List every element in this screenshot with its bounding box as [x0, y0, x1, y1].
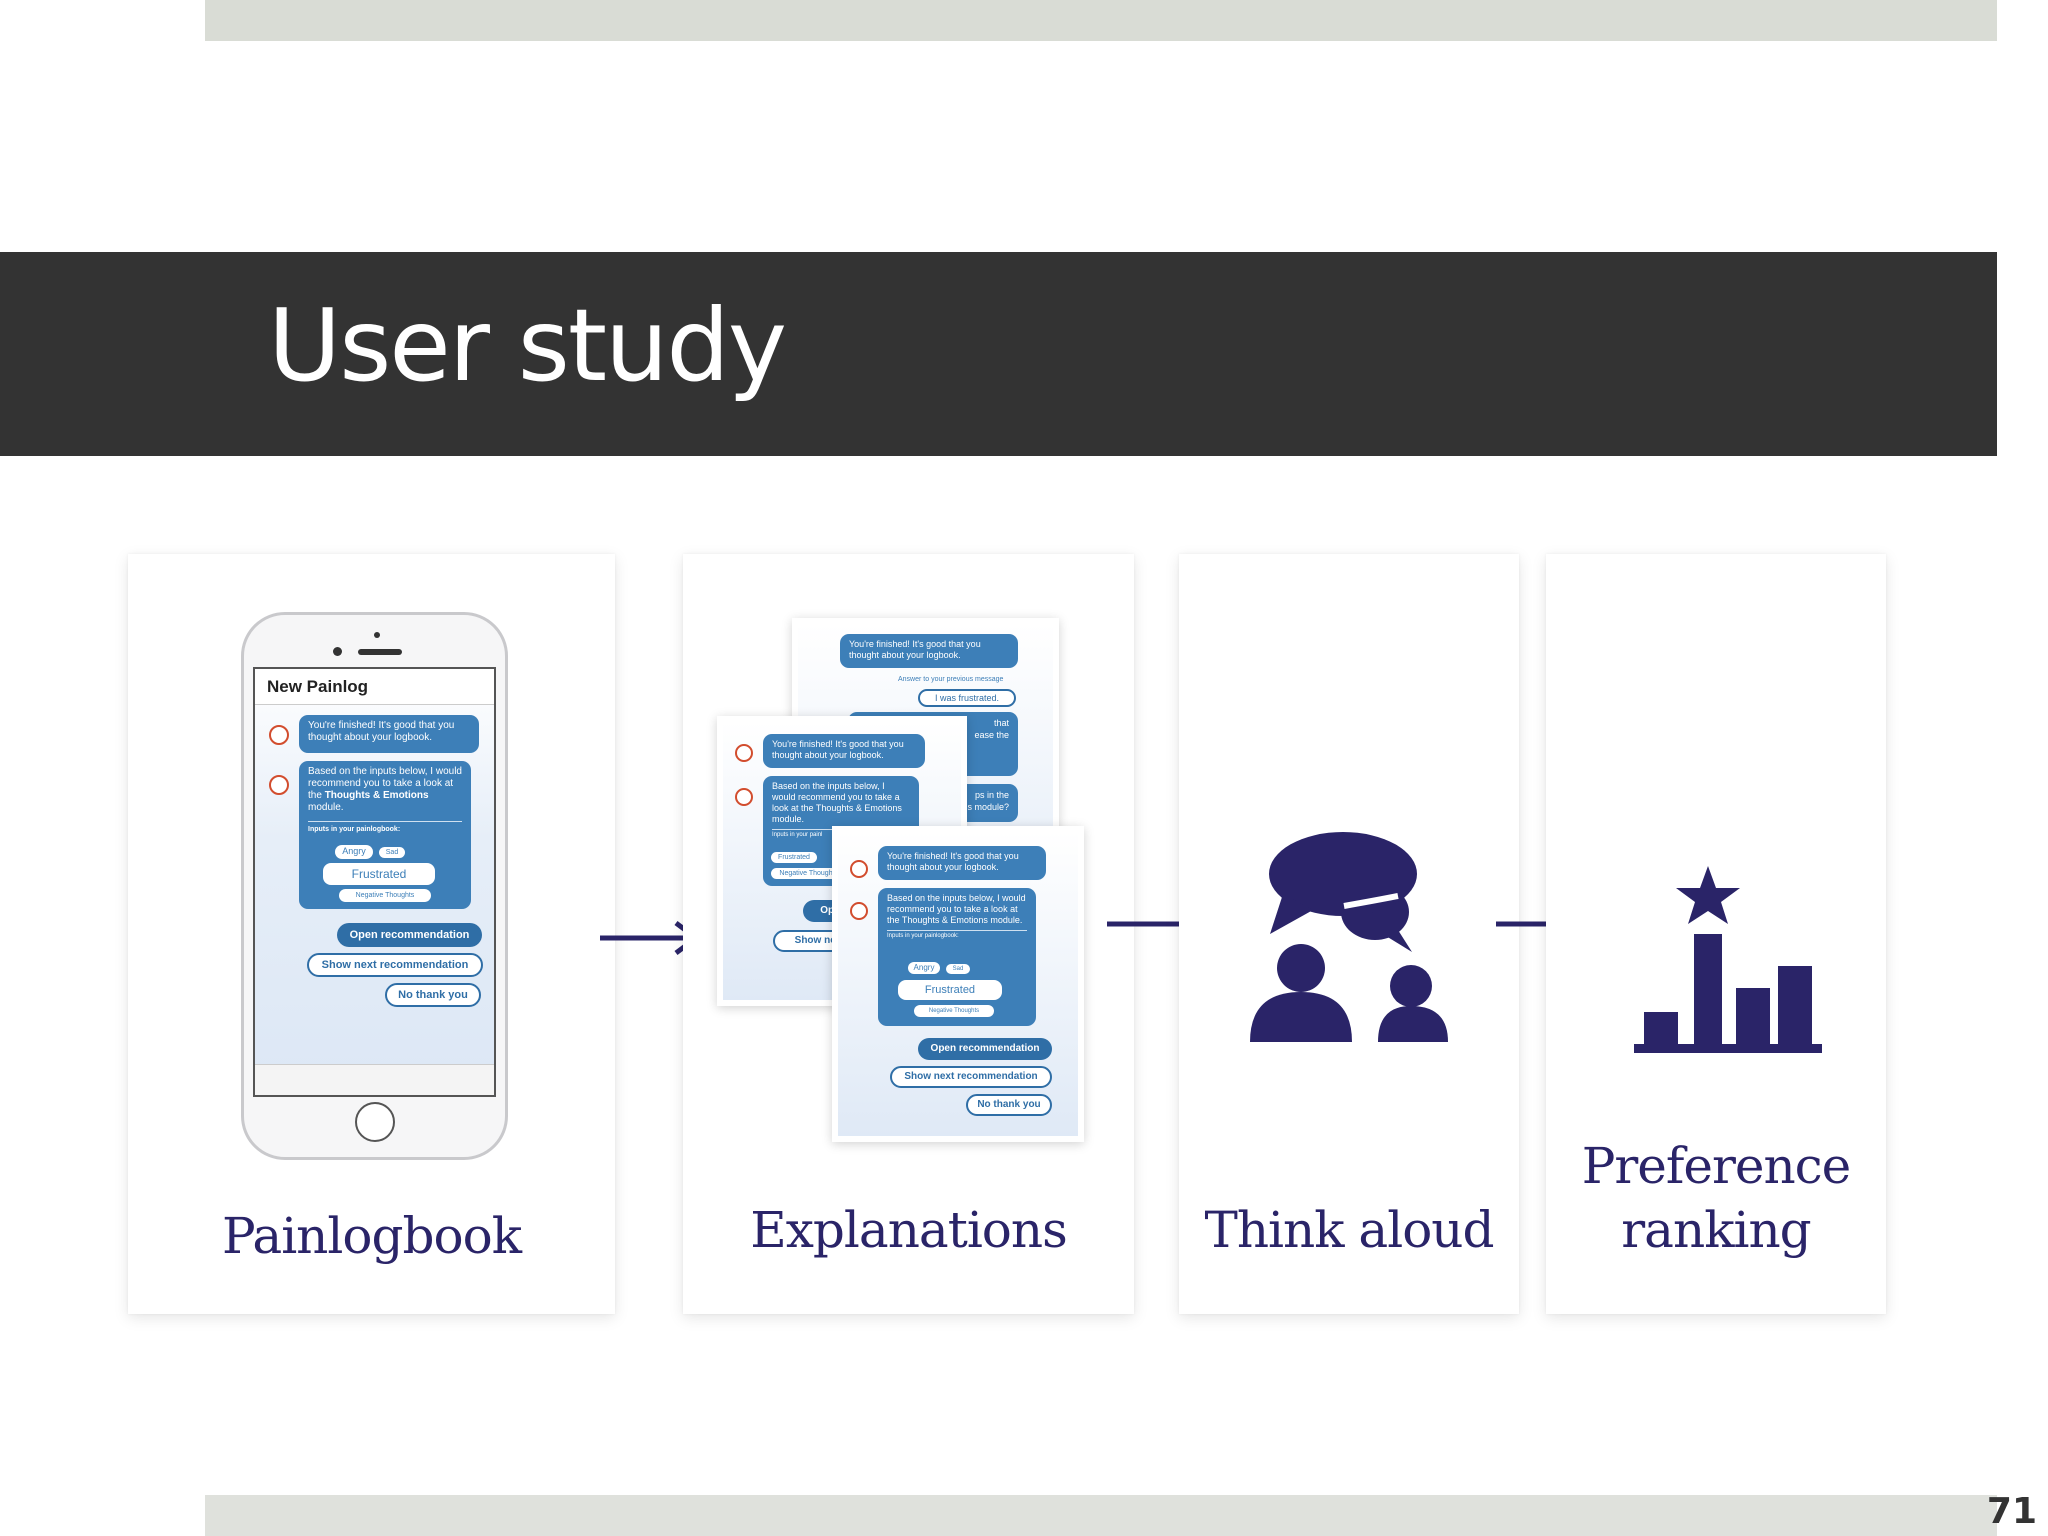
chip-angry[interactable]: Angry: [335, 845, 373, 859]
middle-chip-frustrated: Frustrated: [771, 852, 817, 863]
chat-people-icon: [1250, 832, 1448, 1042]
front-open-button: Open recommendation: [918, 1038, 1052, 1060]
front-chip-frustrated: Frustrated: [898, 980, 1002, 1000]
phone-sensor: [374, 632, 380, 638]
back-fragment-1: that: [993, 718, 1009, 728]
phone-tab-bar: [255, 1064, 494, 1095]
back-answer-label: Answer to your previous message: [898, 676, 1004, 683]
phone-home-button: [355, 1102, 395, 1142]
panel-preference-ranking: Preference ranking: [1546, 554, 1886, 1314]
back-message-1: You're finished! It's good that you thou…: [840, 634, 1018, 668]
phone-screen: New Painlog You're finished! It's good t…: [253, 667, 496, 1097]
back-fragment-4: s module?: [967, 802, 1009, 812]
msg2-post: module.: [308, 802, 344, 813]
coach-avatar-icon: [735, 744, 753, 762]
bottom-decor-bar: [205, 1495, 1997, 1536]
front-chip-angry: Angry: [908, 962, 940, 974]
back-answer-chip: I was frustrated.: [918, 689, 1016, 707]
ranking-chart-icon: [1634, 866, 1822, 1053]
back-fragment-2: ease the: [974, 730, 1009, 740]
front-message-2: Based on the inputs below, I would recom…: [878, 888, 1036, 1026]
msg2-bold: Thoughts & Emotions: [324, 790, 429, 801]
chip-frustrated[interactable]: Frustrated: [323, 863, 435, 885]
show-next-recommendation-button[interactable]: Show next recommendation: [307, 953, 483, 977]
phone-mockup: New Painlog You're finished! It's good t…: [241, 612, 508, 1160]
middle-message-2-text: Based on the inputs below, I would recom…: [772, 781, 902, 824]
front-no-thank-you-button: No thank you: [966, 1094, 1052, 1116]
coach-avatar-icon: [269, 725, 289, 745]
phone-header: New Painlog: [255, 669, 494, 705]
preference-ranking-label: Preference ranking: [1546, 1134, 1886, 1262]
front-show-next-button: Show next recommendation: [890, 1066, 1052, 1088]
open-recommendation-button[interactable]: Open recommendation: [337, 923, 482, 947]
phone-speaker: [358, 649, 402, 655]
coach-avatar-icon: [850, 860, 868, 878]
think-aloud-label: Think aloud: [1204, 1201, 1494, 1259]
back-fragment-3: ps in the: [974, 790, 1009, 800]
panel-think-aloud: Think aloud: [1179, 554, 1519, 1314]
phone-message-2: Based on the inputs below, I would recom…: [299, 761, 471, 909]
title-band: [0, 252, 1997, 456]
front-chip-sad: Sad: [946, 964, 970, 974]
middle-message-1: You're finished! It's good that you thou…: [763, 734, 925, 768]
coach-avatar-icon: [850, 902, 868, 920]
coach-avatar-icon: [269, 775, 289, 795]
explanations-label: Explanations: [750, 1201, 1068, 1259]
front-message-1: You're finished! It's good that you thou…: [878, 846, 1046, 880]
no-thank-you-button[interactable]: No thank you: [385, 983, 481, 1007]
coach-avatar-icon: [735, 788, 753, 806]
inputs-label: Inputs in your painlogbook:: [308, 821, 462, 836]
top-decor-bar: [205, 0, 1997, 41]
phone-message-1: You're finished! It's good that you thou…: [299, 715, 479, 753]
page-number: 71: [1986, 1491, 2037, 1532]
slide-title: User study: [268, 287, 787, 404]
chip-sad[interactable]: Sad: [379, 847, 405, 858]
middle-chip-negative: Negative Though: [771, 868, 841, 879]
front-inputs-label: Inputs in your painlogbook:: [887, 930, 1027, 942]
painlogbook-label: Painlogbook: [221, 1207, 522, 1265]
front-message-2-text: Based on the inputs below, I would recom…: [887, 893, 1026, 925]
msg2-pre: Based on the inputs below, I would recom…: [308, 766, 462, 801]
preference-ranking-line1: Preference: [1581, 1137, 1852, 1195]
phone-camera: [333, 647, 342, 656]
front-chip-negative: Negative Thoughts: [914, 1005, 994, 1017]
chip-negative-thoughts[interactable]: Negative Thoughts: [339, 889, 431, 902]
explanation-card-front: You're finished! It's good that you thou…: [832, 826, 1084, 1142]
preference-ranking-line2: ranking: [1621, 1201, 1811, 1259]
